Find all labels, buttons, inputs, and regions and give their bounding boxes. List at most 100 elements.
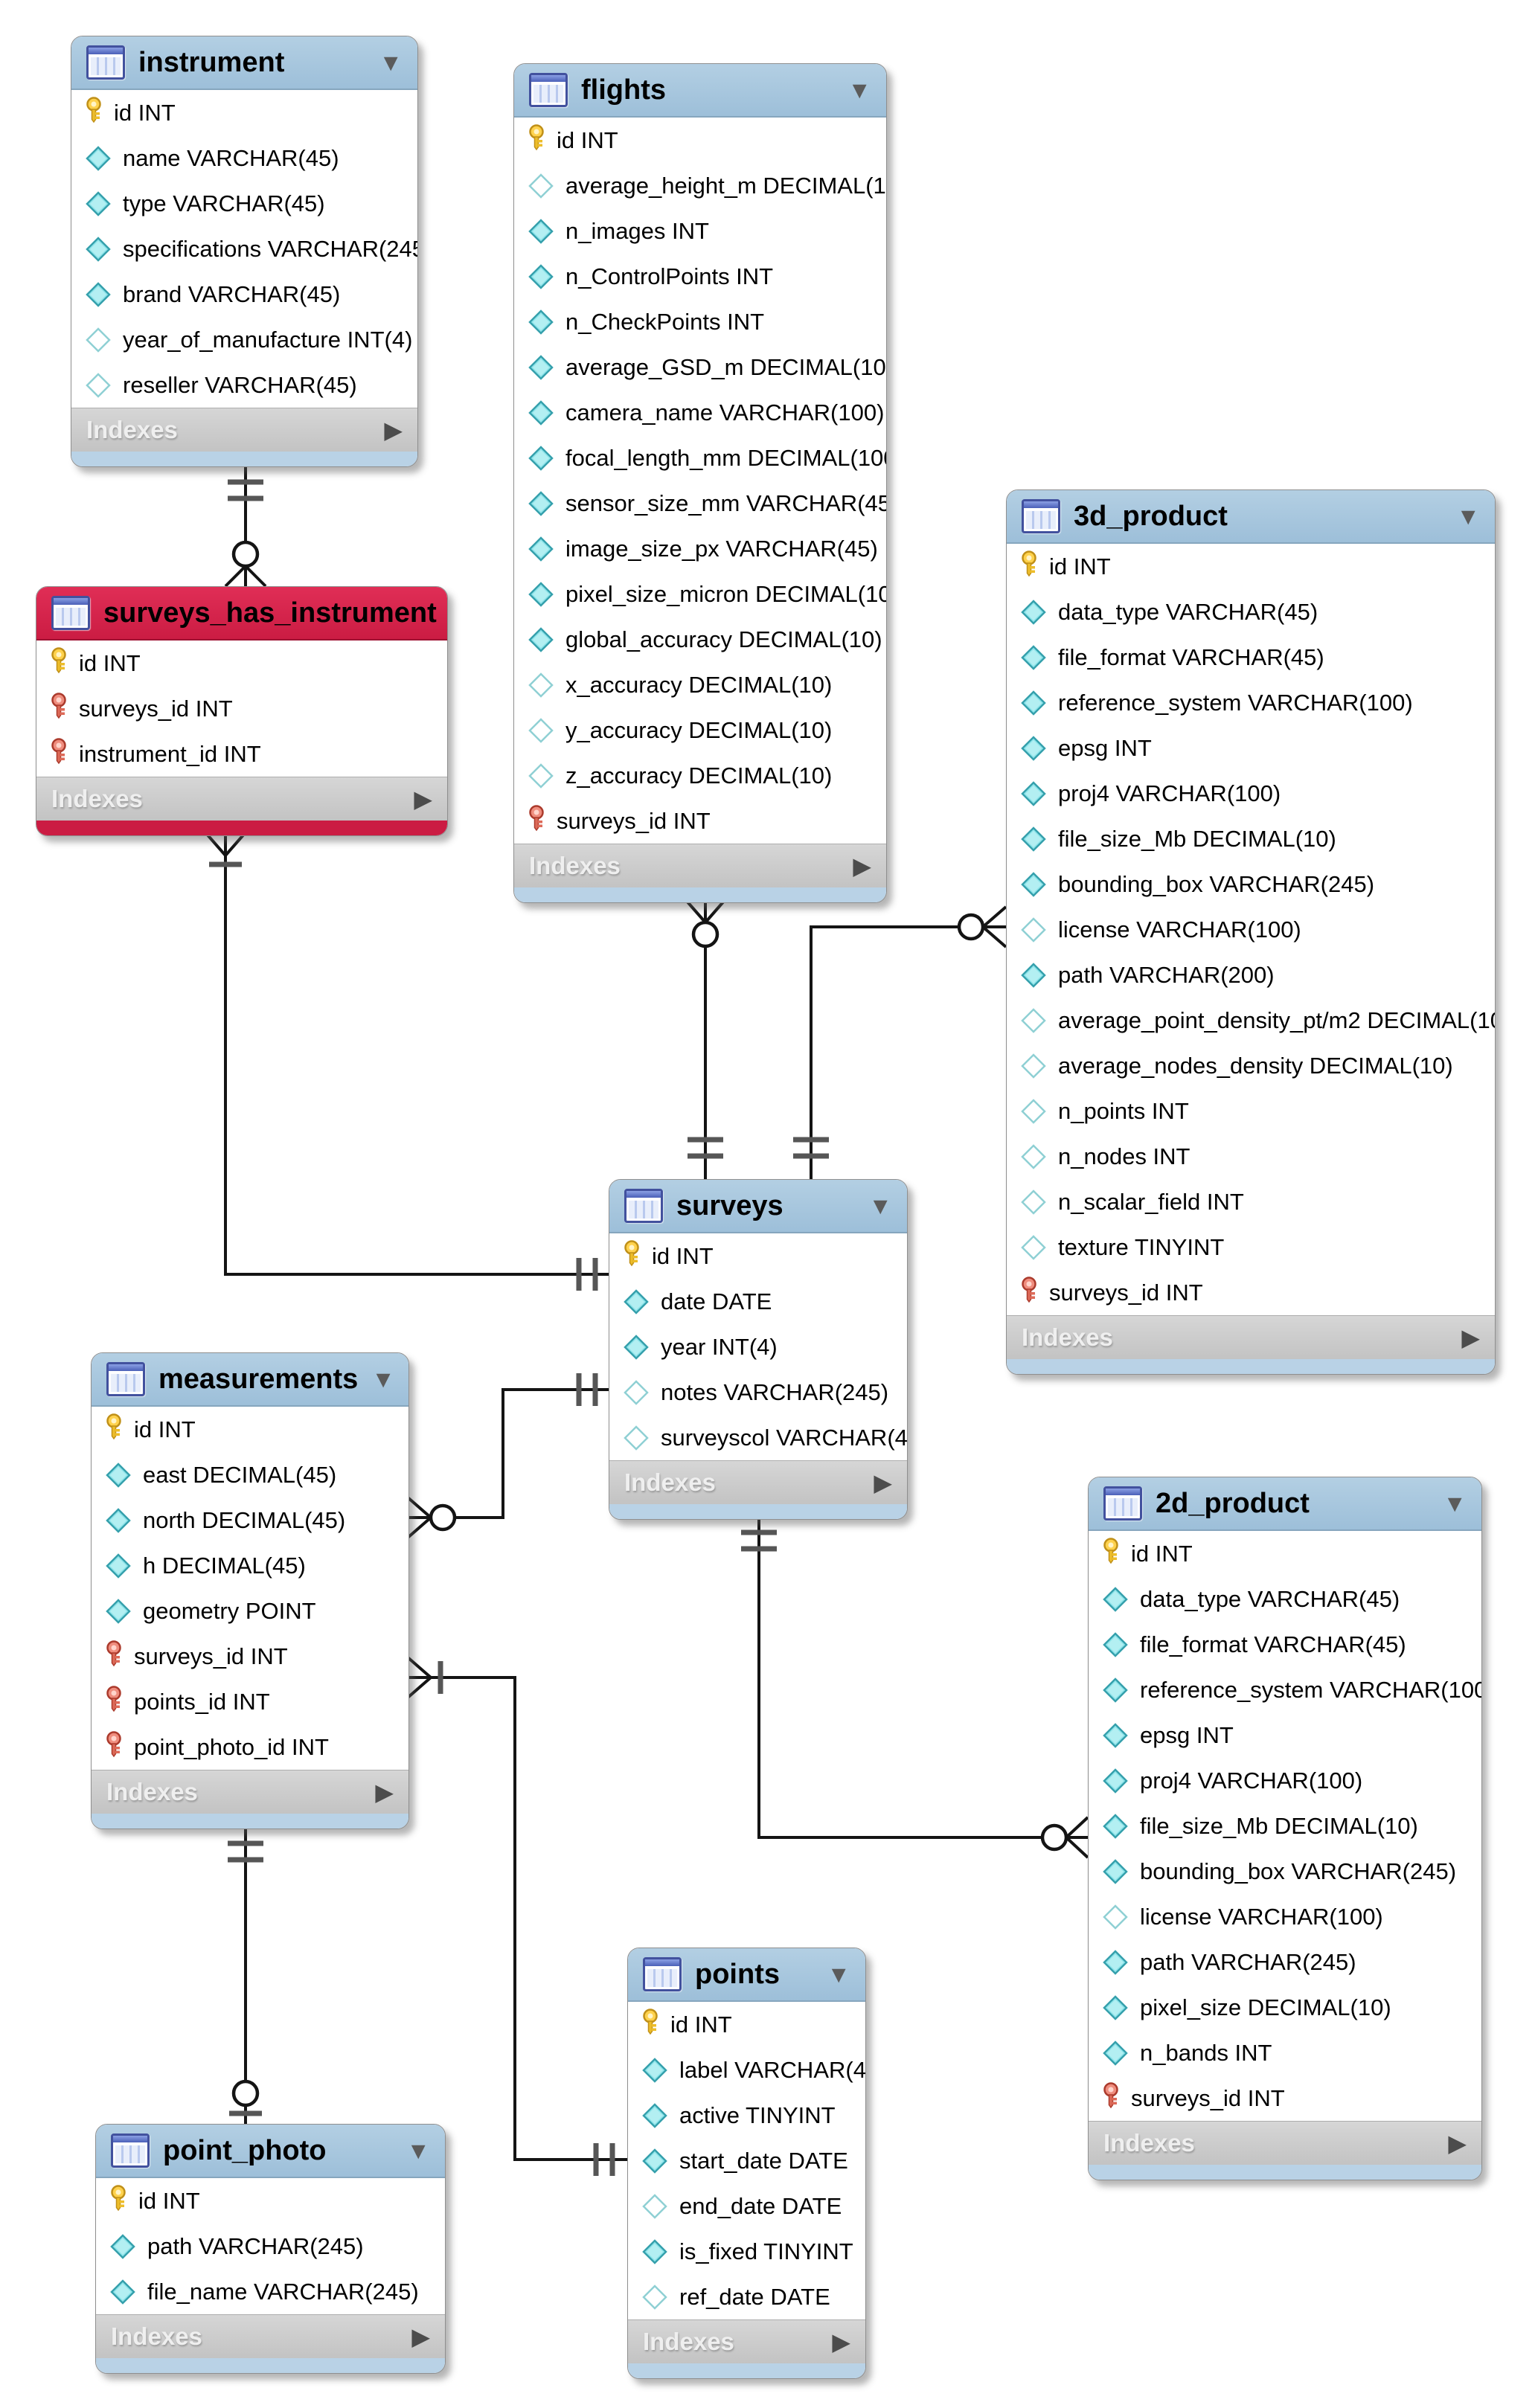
- collapse-triangle-icon[interactable]: ▼: [379, 48, 403, 76]
- table-surveys_has_instrument[interactable]: surveys_has_instrument▼id INTsurveys_id …: [36, 586, 448, 836]
- column-row[interactable]: ref_date DATE: [628, 2274, 865, 2319]
- column-row[interactable]: north DECIMAL(45): [92, 1497, 408, 1543]
- collapse-triangle-icon[interactable]: ▼: [827, 1960, 850, 1988]
- relationship-surveys_has_instrument-surveys[interactable]: [204, 831, 609, 1291]
- column-row[interactable]: path VARCHAR(200): [1007, 952, 1495, 998]
- relationship-measurements-point_photo[interactable]: [228, 1826, 263, 2124]
- expand-arrow-icon[interactable]: ▶: [874, 1469, 892, 1496]
- column-row[interactable]: file_name VARCHAR(245): [96, 2269, 445, 2314]
- column-row[interactable]: label VARCHAR(45): [628, 2047, 865, 2093]
- column-row[interactable]: epsg INT: [1007, 725, 1495, 771]
- column-row[interactable]: n_scalar_field INT: [1007, 1179, 1495, 1224]
- column-row[interactable]: is_fixed TINYINT: [628, 2229, 865, 2274]
- column-row[interactable]: year INT(4): [609, 1324, 907, 1370]
- expand-arrow-icon[interactable]: ▶: [1461, 1324, 1480, 1351]
- collapse-triangle-icon[interactable]: ▼: [1443, 1489, 1467, 1517]
- indexes-footer[interactable]: Indexes▶: [609, 1460, 907, 1504]
- collapse-triangle-icon[interactable]: ▼: [868, 1192, 892, 1219]
- column-row[interactable]: bounding_box VARCHAR(245): [1089, 1849, 1481, 1894]
- column-row[interactable]: id INT: [92, 1407, 408, 1452]
- column-row[interactable]: data_type VARCHAR(45): [1007, 589, 1495, 635]
- column-row[interactable]: file_format VARCHAR(45): [1007, 635, 1495, 680]
- relationship-3d_product-surveys[interactable]: [793, 905, 1007, 1179]
- collapse-triangle-icon[interactable]: ▼: [371, 1365, 395, 1393]
- column-row[interactable]: id INT: [609, 1233, 907, 1279]
- column-row[interactable]: path VARCHAR(245): [96, 2224, 445, 2269]
- column-row[interactable]: average_nodes_density DECIMAL(10): [1007, 1043, 1495, 1088]
- table-header[interactable]: instrument▼: [71, 36, 417, 90]
- relationship-instrument-surveys_has_instrument[interactable]: [224, 463, 267, 588]
- column-row[interactable]: notes VARCHAR(245): [609, 1370, 907, 1415]
- column-row[interactable]: type VARCHAR(45): [71, 181, 417, 226]
- column-row[interactable]: z_accuracy DECIMAL(10): [514, 753, 886, 798]
- column-row[interactable]: n_CheckPoints INT: [514, 299, 886, 344]
- column-row[interactable]: geometry POINT: [92, 1588, 408, 1634]
- column-row[interactable]: file_size_Mb DECIMAL(10): [1007, 816, 1495, 861]
- column-row[interactable]: id INT: [36, 640, 447, 686]
- indexes-footer[interactable]: Indexes▶: [1007, 1315, 1495, 1359]
- column-row[interactable]: reseller VARCHAR(45): [71, 362, 417, 408]
- relationship-measurements-points[interactable]: [406, 1656, 627, 2176]
- column-row[interactable]: texture TINYINT: [1007, 1224, 1495, 1270]
- column-row[interactable]: n_bands INT: [1089, 2030, 1481, 2075]
- expand-arrow-icon[interactable]: ▶: [375, 1779, 394, 1805]
- relationship-surveys-2d_product[interactable]: [741, 1516, 1089, 1859]
- column-row[interactable]: focal_length_mm DECIMAL(100): [514, 435, 886, 481]
- expand-arrow-icon[interactable]: ▶: [411, 2323, 430, 2350]
- table-header[interactable]: point_photo▼: [96, 2125, 445, 2178]
- column-row[interactable]: active TINYINT: [628, 2093, 865, 2138]
- column-row[interactable]: id INT: [96, 2178, 445, 2224]
- column-row[interactable]: id INT: [71, 90, 417, 135]
- column-row[interactable]: points_id INT: [92, 1679, 408, 1724]
- column-row[interactable]: brand VARCHAR(45): [71, 272, 417, 317]
- column-row[interactable]: image_size_px VARCHAR(45): [514, 526, 886, 571]
- table-header[interactable]: 3d_product▼: [1007, 490, 1495, 544]
- column-row[interactable]: n_ControlPoints INT: [514, 254, 886, 299]
- expand-arrow-icon[interactable]: ▶: [853, 853, 871, 879]
- column-row[interactable]: sensor_size_mm VARCHAR(45): [514, 481, 886, 526]
- column-row[interactable]: average_GSD_m DECIMAL(10): [514, 344, 886, 390]
- table-header[interactable]: flights▼: [514, 64, 886, 118]
- column-row[interactable]: id INT: [1007, 544, 1495, 589]
- column-row[interactable]: year_of_manufacture INT(4): [71, 317, 417, 362]
- column-row[interactable]: id INT: [628, 2002, 865, 2047]
- column-row[interactable]: pixel_size_micron DECIMAL(10): [514, 571, 886, 617]
- column-row[interactable]: license VARCHAR(100): [1089, 1894, 1481, 1939]
- expand-arrow-icon[interactable]: ▶: [1448, 2130, 1467, 2157]
- column-row[interactable]: n_points INT: [1007, 1088, 1495, 1134]
- column-row[interactable]: surveys_id INT: [514, 798, 886, 844]
- column-row[interactable]: id INT: [514, 118, 886, 163]
- column-row[interactable]: surveys_id INT: [1007, 1270, 1495, 1315]
- table-header[interactable]: surveys_has_instrument▼: [36, 587, 447, 640]
- relationship-flights-surveys[interactable]: [684, 898, 727, 1179]
- indexes-footer[interactable]: Indexes▶: [92, 1770, 408, 1814]
- column-row[interactable]: license VARCHAR(100): [1007, 907, 1495, 952]
- column-row[interactable]: surveyscol VARCHAR(45): [609, 1415, 907, 1460]
- column-row[interactable]: global_accuracy DECIMAL(10): [514, 617, 886, 662]
- column-row[interactable]: pixel_size DECIMAL(10): [1089, 1985, 1481, 2030]
- table-header[interactable]: surveys▼: [609, 1180, 907, 1233]
- indexes-footer[interactable]: Indexes▶: [514, 844, 886, 887]
- column-row[interactable]: data_type VARCHAR(45): [1089, 1576, 1481, 1622]
- column-row[interactable]: average_height_m DECIMAL(10): [514, 163, 886, 208]
- expand-arrow-icon[interactable]: ▶: [384, 417, 403, 443]
- column-row[interactable]: point_photo_id INT: [92, 1724, 408, 1770]
- table-header[interactable]: 2d_product▼: [1089, 1477, 1481, 1531]
- relationship-measurements-surveys[interactable]: [406, 1373, 609, 1539]
- column-row[interactable]: east DECIMAL(45): [92, 1452, 408, 1497]
- column-row[interactable]: x_accuracy DECIMAL(10): [514, 662, 886, 707]
- column-row[interactable]: h DECIMAL(45): [92, 1543, 408, 1588]
- collapse-triangle-icon[interactable]: ▼: [847, 76, 871, 103]
- column-row[interactable]: epsg INT: [1089, 1712, 1481, 1758]
- column-row[interactable]: end_date DATE: [628, 2183, 865, 2229]
- column-row[interactable]: specifications VARCHAR(245): [71, 226, 417, 272]
- indexes-footer[interactable]: Indexes▶: [36, 777, 447, 821]
- column-row[interactable]: surveys_id INT: [1089, 2075, 1481, 2121]
- expand-arrow-icon[interactable]: ▶: [832, 2328, 850, 2355]
